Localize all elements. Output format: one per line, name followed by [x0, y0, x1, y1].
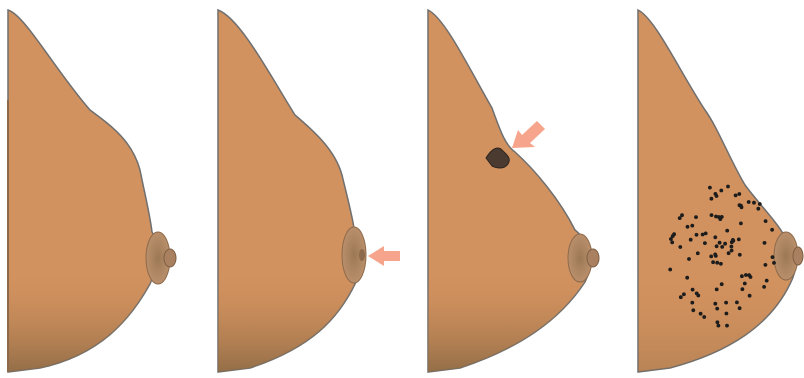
skin-dot	[764, 219, 768, 223]
skin-dot	[719, 189, 723, 193]
skin-dot	[709, 255, 713, 259]
skin-dot	[701, 233, 705, 237]
breast-shadow	[218, 10, 364, 372]
skin-dot	[747, 200, 751, 204]
skin-dot	[691, 288, 695, 292]
skin-dot	[730, 245, 734, 249]
skin-dot	[690, 301, 694, 305]
skin-dot	[703, 241, 707, 245]
skin-dot	[737, 238, 741, 242]
skin-dot	[670, 241, 674, 245]
skin-dot	[756, 207, 760, 211]
skin-dot	[758, 202, 762, 206]
panel-dimpling	[428, 10, 599, 372]
skin-dot	[716, 320, 720, 324]
skin-dot	[770, 228, 774, 232]
skin-dot	[752, 201, 756, 205]
skin-dot	[739, 222, 743, 226]
skin-dot	[740, 274, 744, 278]
skin-dot	[711, 260, 715, 264]
skin-dot	[727, 251, 731, 255]
skin-dot	[695, 233, 699, 237]
skin-dot	[699, 312, 703, 316]
skin-dot	[744, 273, 748, 277]
skin-dot	[695, 292, 699, 296]
skin-dot	[738, 306, 742, 310]
skin-dot	[723, 242, 727, 246]
skin-dot	[710, 213, 714, 217]
skin-dot	[747, 273, 751, 277]
skin-dot	[686, 225, 690, 229]
skin-dot	[678, 245, 682, 249]
breast-shadow	[428, 10, 590, 372]
skin-dot	[748, 294, 752, 298]
skin-dot	[771, 255, 775, 259]
skin-dot	[714, 192, 718, 196]
skin-dot	[730, 249, 734, 253]
skin-dot	[679, 295, 683, 299]
skin-dot	[762, 285, 766, 289]
skin-dot	[725, 229, 729, 233]
skin-dot	[690, 224, 694, 228]
nipple	[793, 247, 803, 265]
skin-dot	[715, 244, 719, 248]
skin-dot	[715, 288, 719, 292]
breast-shadow	[8, 10, 158, 372]
skin-dot	[713, 253, 717, 257]
skin-dot	[710, 197, 714, 201]
skin-dot	[694, 215, 698, 219]
skin-dot	[680, 213, 684, 217]
skin-dot	[708, 186, 712, 190]
skin-dot	[689, 238, 693, 242]
skin-dot	[764, 263, 768, 267]
skin-dot	[668, 268, 672, 272]
skin-dot	[772, 261, 776, 265]
skin-dot	[691, 308, 695, 312]
skin-dot	[735, 301, 739, 305]
skin-dot	[724, 301, 728, 305]
skin-dot	[720, 282, 724, 286]
skin-dot	[702, 315, 706, 319]
breast-shadow	[638, 10, 796, 372]
skin-dot	[717, 324, 721, 328]
skin-dot	[718, 217, 722, 221]
skin-dot	[734, 194, 738, 198]
skin-dot	[725, 312, 729, 316]
skin-dot	[720, 245, 724, 249]
skin-dot	[696, 251, 700, 255]
skin-dot	[669, 237, 673, 241]
arrow-down-left-icon	[512, 121, 545, 148]
skin-dot	[687, 257, 691, 261]
skin-dot	[719, 262, 723, 266]
panel-nipple	[218, 10, 400, 372]
skin-dot	[715, 261, 719, 265]
skin-dot	[740, 205, 744, 209]
skin-dot	[726, 185, 730, 189]
panel-dotted	[638, 10, 803, 372]
skin-dot	[763, 241, 767, 245]
skin-dot	[713, 302, 717, 306]
skin-dot	[715, 307, 719, 311]
skin-dot	[737, 192, 741, 196]
skin-dot	[718, 241, 722, 245]
skin-dot	[731, 238, 735, 242]
skin-dot	[713, 235, 717, 239]
skin-dot	[741, 287, 745, 291]
skin-dot	[682, 292, 686, 296]
panel-normal	[8, 10, 176, 372]
nipple	[164, 249, 176, 267]
skin-dot	[738, 253, 742, 257]
skin-dot	[725, 324, 729, 328]
arrow-left-icon	[368, 246, 400, 266]
skin-dot	[743, 282, 747, 286]
skin-dot	[765, 279, 769, 283]
inverted-nipple	[359, 249, 365, 261]
nipple	[587, 249, 599, 267]
skin-dot	[685, 276, 689, 280]
